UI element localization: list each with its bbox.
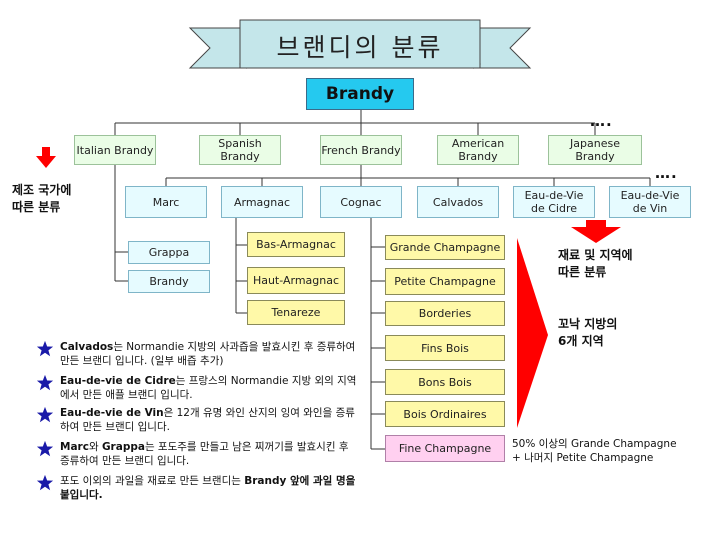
country-french: French Brandy: [320, 135, 402, 165]
italian-brandy: Brandy: [128, 270, 210, 293]
label-cognac-six-regions: 꼬낙 지방의 6개 지역: [558, 317, 618, 348]
country-arrow: [36, 147, 56, 168]
star-icon: [36, 440, 54, 457]
armagnac-bas: Bas-Armagnac: [247, 232, 345, 257]
connector-lines: [114, 110, 651, 450]
cognac-borderies: Borderies: [385, 301, 505, 326]
star-icon: [36, 374, 54, 391]
armagnac-tenareze: Tenareze: [247, 300, 345, 325]
title-ribbon: [188, 19, 532, 69]
type-marc: Marc: [125, 186, 207, 218]
cognac-bons-bois: Bons Bois: [385, 369, 505, 395]
armagnac-haut: Haut-Armagnac: [247, 267, 345, 294]
country-italian: Italian Brandy: [74, 135, 156, 165]
star-icon: [36, 406, 54, 423]
types-ellipsis: ….: [655, 164, 678, 182]
star-icon: [36, 474, 54, 491]
countries-ellipsis: ….: [590, 112, 613, 130]
cognac-bois-ordinaires: Bois Ordinaires: [385, 401, 505, 427]
type-cognac: Cognac: [320, 186, 402, 218]
country-american: American Brandy: [437, 135, 519, 165]
italian-grappa: Grappa: [128, 241, 210, 264]
type-eau-de-vie-de-cidre: Eau-de-Vie de Cidre: [513, 186, 595, 218]
star-icon: [36, 340, 54, 357]
label-by-material: 재료 및 지역에 따른 분류: [558, 248, 633, 279]
cognac-petite-champagne: Petite Champagne: [385, 268, 505, 295]
label-by-country: 제조 국가에 따른 분류: [12, 183, 72, 214]
note-other-fruit: 포도 이외의 과일을 재료로 만든 브랜디는 Brandy 앞에 과일 명을 붙…: [60, 475, 356, 501]
root-node-brandy: Brandy: [306, 78, 414, 110]
cognac-fins-bois: Fins Bois: [385, 335, 505, 361]
material-arrow: [571, 220, 621, 243]
cognac-grande-champagne: Grande Champagne: [385, 235, 505, 260]
note-eau-de-vie-de-cidre: Eau-de-vie de Cidre는 프랑스의 Normandie 지방 외…: [60, 375, 357, 401]
note-marc-grappa: Marc와 Grappa는 포도주를 만들고 남은 찌꺼기를 발효시킨 후 증류…: [60, 441, 349, 467]
cognac-fine-champagne: Fine Champagne: [385, 435, 505, 462]
type-calvados: Calvados: [417, 186, 499, 218]
type-eau-de-vie-de-vin: Eau-de-Vie de Vin: [609, 186, 691, 218]
note-calvados: Calvados는 Normandie 지방의 사과즙을 발효시킨 후 증류하여…: [60, 341, 356, 367]
type-armagnac: Armagnac: [221, 186, 303, 218]
cognac-triangle: [517, 238, 548, 428]
page-title: 브랜디의 분류: [276, 33, 444, 62]
country-japanese: Japanese Brandy: [548, 135, 642, 165]
fine-champagne-note: 50% 이상의 Grande Champagne + 나머지 Petite Ch…: [512, 438, 677, 464]
country-spanish: Spanish Brandy: [199, 135, 281, 165]
note-eau-de-vie-de-vin: Eau-de-vie de Vin은 12개 유명 와인 산지의 잉여 와인을 …: [60, 407, 355, 433]
